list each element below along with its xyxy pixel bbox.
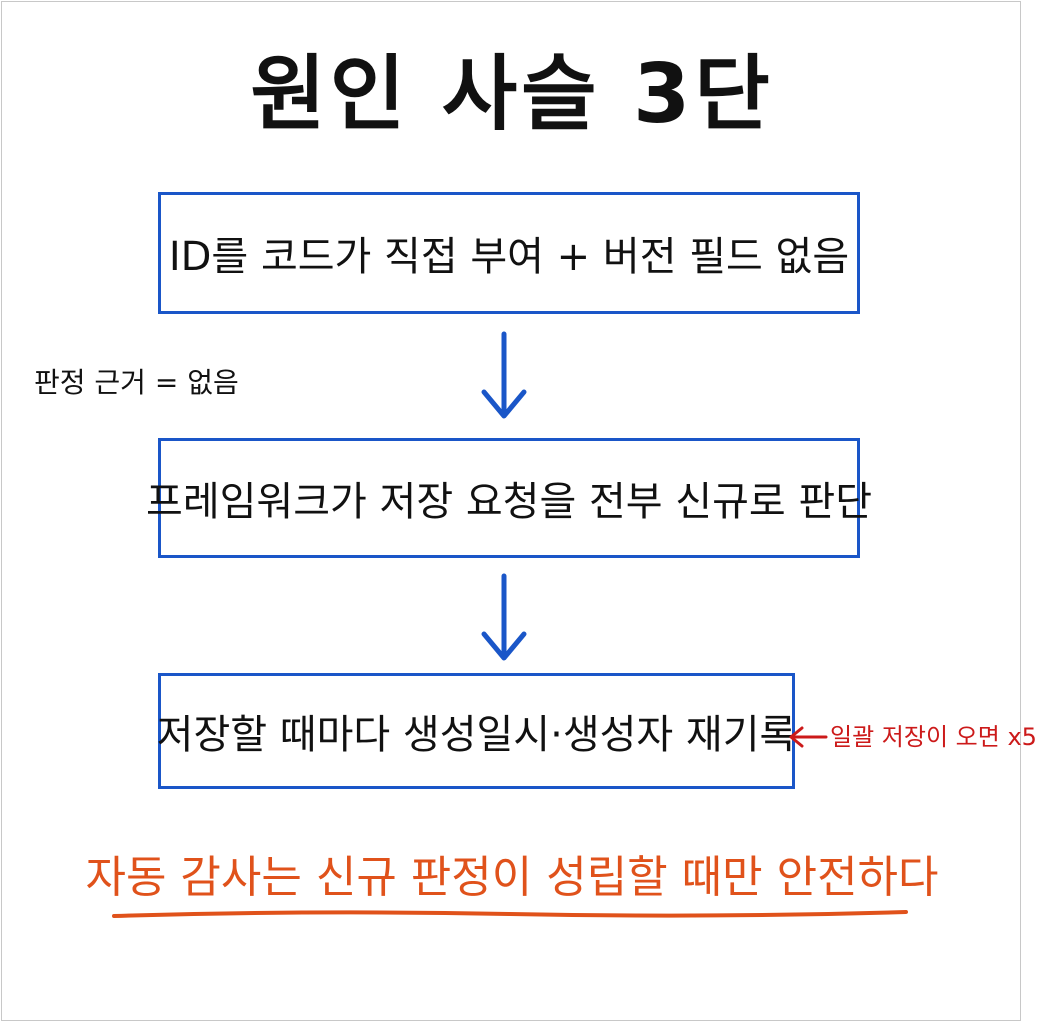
conclusion-underline (112, 910, 908, 918)
cause-step-1-box: ID를 코드가 직접 부여 + 버전 필드 없음 (158, 192, 860, 314)
down-arrow-1 (481, 331, 527, 419)
judgment-basis-note: 판정 근거 = 없음 (34, 366, 239, 399)
conclusion-text: 자동 감사는 신규 판정이 성립할 때만 안전하다 (85, 852, 939, 903)
cause-step-3-text: 저장할 때마다 생성일시·생성자 재기록 (156, 712, 797, 758)
cause-step-3-box: 저장할 때마다 생성일시·생성자 재기록 (156, 673, 797, 789)
down-arrow-2 (481, 573, 527, 661)
canvas-frame (1, 1, 1021, 1021)
diagram-title: 원인 사슬 3단 (250, 47, 774, 142)
batch-save-annotation: 일괄 저장이 오면 x5 (830, 723, 1037, 751)
cause-step-2-text: 프레임워크가 저장 요청을 전부 신규로 판단 (146, 479, 872, 525)
cause-step-1-text: ID를 코드가 직접 부여 + 버전 필드 없음 (168, 234, 850, 280)
left-arrow-icon (789, 726, 828, 748)
cause-step-2-box: 프레임워크가 저장 요청을 전부 신규로 판단 (146, 438, 872, 558)
